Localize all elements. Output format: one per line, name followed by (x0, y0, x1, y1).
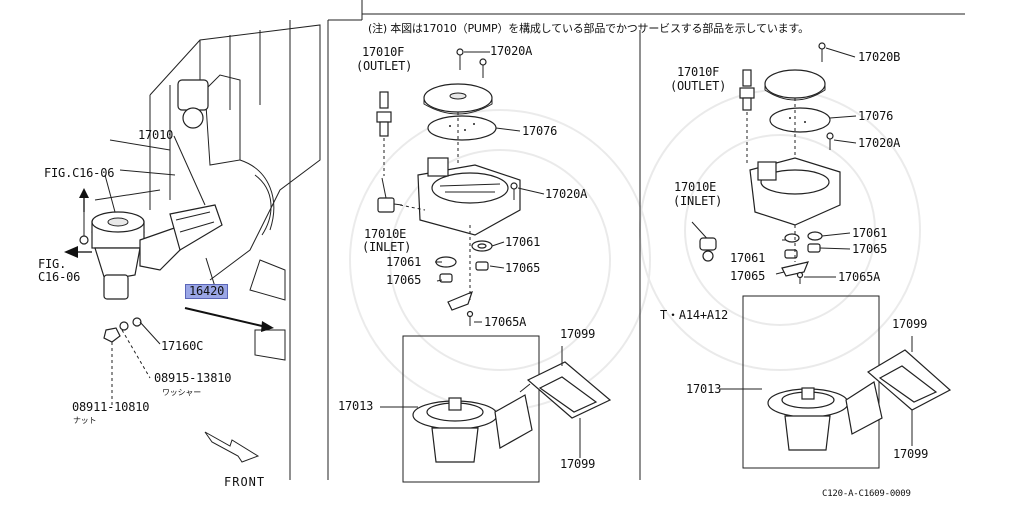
center-label-diaphragm: 17076 (522, 124, 558, 138)
center-label-inlet: (INLET) (362, 240, 412, 254)
right-label-variant: T・A14+A12 (660, 308, 728, 322)
center-label-pump-unit: 17013 (338, 399, 374, 413)
center-label-inlet-part: 17010E (364, 227, 407, 241)
center-label-bolt-top: 17020A (490, 44, 533, 58)
label-front: FRONT (224, 475, 266, 489)
right-label-outlet: (OUTLET) (670, 79, 727, 93)
right-label-gasket-bottom: 17099 (893, 447, 929, 461)
center-leaders (380, 51, 581, 458)
center-label-gasket-bottom: 17099 (560, 457, 596, 471)
center-label-gasket-top: 17099 (560, 327, 596, 341)
washer-nut-stack (103, 317, 161, 405)
center-label-washer-r: 17061 (505, 235, 541, 249)
right-label-retainer: 17065A (838, 270, 881, 284)
right-label-bolt-top: 17020B (858, 50, 901, 64)
right-label-diaphragm: 17076 (858, 109, 894, 123)
label-washer-jp: ワッシャー (162, 388, 201, 397)
label-nut-jp: ナット (73, 416, 97, 425)
label-washer-code: 08915-13810 (154, 371, 232, 385)
diagram-note: (注) 本図は17010（PUMP）を構成している部品でかつサービスする部品を示… (368, 22, 809, 35)
fuel-pump-left (79, 200, 223, 300)
footer-code: C120-A-C1609-0009 (822, 489, 911, 499)
label-nut-code: 08911-10810 (72, 400, 150, 414)
arrow-left-icon (64, 246, 92, 258)
right-label-inlet-part: 17010E (674, 180, 717, 194)
right-label-pump-unit: 17013 (686, 382, 722, 396)
center-label-washer-l: 17061 (386, 255, 422, 269)
center-label-outlet-part: 17010F (362, 45, 405, 59)
center-label-bolt-side: 17020A (545, 187, 588, 201)
label-pump-assembly: 17010 (138, 128, 174, 142)
center-label-valve-r: 17065 (505, 261, 541, 275)
front-arrow-icon (204, 431, 260, 463)
arrow-up-icon (79, 188, 89, 212)
direction-arrow-icon (184, 307, 274, 332)
label-fig-side-2[interactable]: C16-06 (38, 270, 81, 284)
right-leaders (720, 47, 913, 446)
center-label-retainer: 17065A (484, 315, 527, 329)
right-label-valve-l: 17065 (730, 269, 766, 283)
right-label-bolt-side: 17020A (858, 136, 901, 150)
watermark-emblem (349, 89, 921, 411)
label-fig-top[interactable]: FIG.C16-06 (44, 166, 115, 180)
label-17160c: 17160C (161, 339, 204, 353)
center-label-outlet: (OUTLET) (356, 59, 413, 73)
right-label-outlet-part: 17010F (677, 65, 720, 79)
highlighted-part-label[interactable]: 16420 (185, 284, 229, 299)
right-label-washer-l: 17061 (730, 251, 766, 265)
leader-17010 (173, 135, 206, 206)
label-fig-side-1[interactable]: FIG. (38, 257, 67, 271)
right-label-washer-r: 17061 (852, 226, 888, 240)
engine-block (94, 24, 321, 361)
pump-exploded-right (691, 42, 952, 469)
right-label-inlet: (INLET) (673, 194, 723, 208)
center-label-valve-l: 17065 (386, 273, 422, 287)
right-label-gasket-top: 17099 (892, 317, 928, 331)
leader-fig (104, 174, 116, 213)
right-label-valve-r: 17065 (852, 242, 888, 256)
